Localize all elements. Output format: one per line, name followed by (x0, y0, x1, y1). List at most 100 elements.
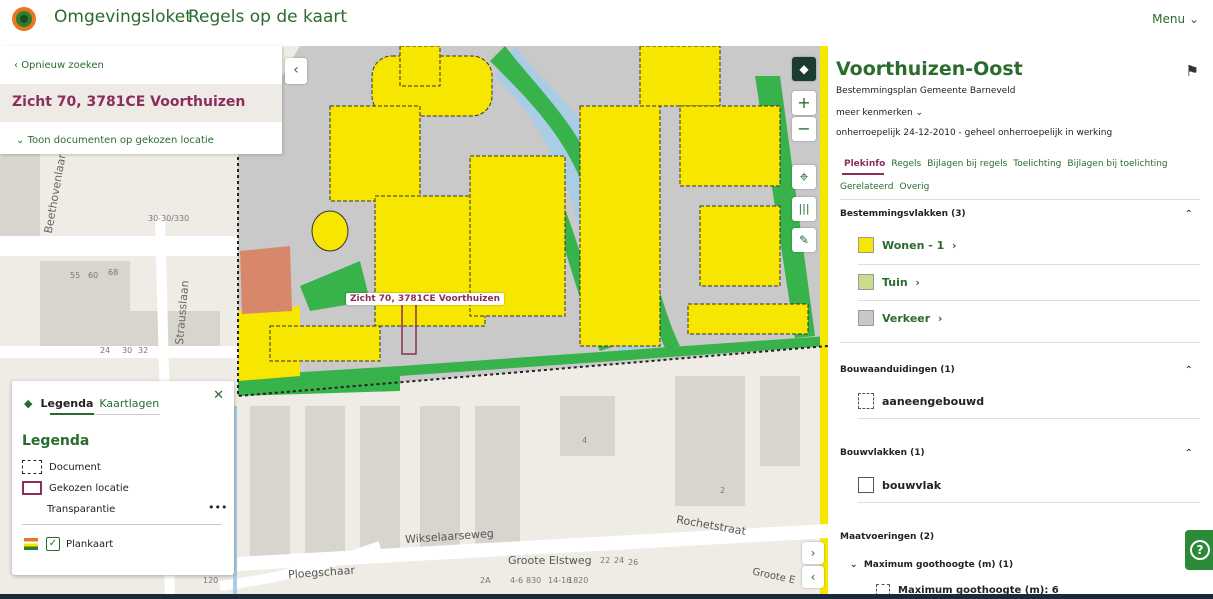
tab-regels[interactable]: Regels (891, 159, 922, 169)
chevron-down-icon: ⌄ (16, 135, 28, 146)
tab-gerelateerd[interactable]: Gerelateerd (840, 182, 894, 192)
show-documents-toggle[interactable]: ⌄ Toon documenten op gekozen locatie (16, 135, 214, 146)
tab-overig[interactable]: Overig (899, 182, 930, 192)
house-number: 830 (526, 576, 542, 585)
item-label: Wonen - 1 (882, 238, 945, 252)
house-number: 22 (600, 556, 611, 565)
selected-address: Zicht 70, 3781CE Voorthuizen (12, 94, 246, 110)
app-title[interactable]: Omgevingsloket (54, 7, 192, 27)
menu-button[interactable]: Menu ⌄ (1152, 12, 1199, 26)
item-divider (858, 418, 1200, 419)
tab-bijlagen-regels[interactable]: Bijlagen bij regels (927, 159, 1008, 169)
chevron-right-icon: › (907, 275, 920, 289)
item-tuin[interactable]: Tuin › (858, 274, 920, 290)
plankaart-row: ✓ Plankaart (24, 537, 113, 551)
item-label: Maximum goothoogte (m): 6 (898, 584, 1059, 596)
tuin-swatch (858, 274, 874, 290)
map-canvas[interactable]: Beethovenlaan Strausslaan Wikselaarseweg… (0, 46, 828, 599)
chevron-up-icon[interactable]: ⌃ (1184, 365, 1193, 376)
tab-toelichting[interactable]: Toelichting (1013, 159, 1062, 169)
help-button[interactable]: ? (1185, 530, 1213, 570)
address-bar: Zicht 70, 3781CE Voorthuizen (0, 84, 282, 122)
tab-divider (50, 414, 160, 415)
tab-bijlagen-toelichting[interactable]: Bijlagen bij toelichting (1067, 159, 1168, 169)
map-search-icon[interactable]: ⚑ (1185, 62, 1199, 80)
plankaart-icon (24, 538, 38, 550)
section-bouwvlakken[interactable]: Bouwvlakken (1) (840, 448, 925, 458)
chevron-left-icon: ‹ (293, 62, 299, 78)
app-header: Omgevingsloket Regels op de kaart Menu ⌄ (0, 0, 1213, 38)
pencil-icon: ✎ (798, 233, 810, 247)
location-marker-label: Zicht 70, 3781CE Voorthuizen (346, 293, 505, 305)
item-divider (858, 300, 1200, 301)
house-number: 30 (122, 346, 133, 355)
chevron-up-icon[interactable]: ⌃ (1184, 209, 1193, 220)
house-number: 4 (582, 436, 588, 445)
subsection-max-goothoogte[interactable]: ⌄ Maximum goothoogte (m) (1) (850, 560, 1013, 570)
house-number: 4-6 (510, 576, 524, 585)
plankaart-checkbox[interactable]: ✓ (46, 537, 60, 551)
close-icon[interactable]: ✕ (213, 388, 224, 403)
house-number: 30-30/330 (148, 214, 190, 223)
back-to-search-link[interactable]: ‹ Opnieuw zoeken (14, 60, 104, 71)
chevron-down-icon: ⌄ (850, 560, 864, 570)
meer-kenmerken-toggle[interactable]: meer kenmerken ⌄ (836, 108, 923, 118)
house-number: 24 (100, 346, 111, 355)
legend-item-document: Document (22, 460, 101, 474)
chevron-down-icon: ⌄ (915, 108, 924, 118)
section-maatvoeringen[interactable]: Maatvoeringen (2) (840, 532, 935, 542)
ruler-icon: ||| (798, 202, 810, 215)
chevron-down-icon: ⌄ (1188, 12, 1199, 26)
minus-icon: − (797, 119, 811, 138)
layers-button[interactable]: ◆ (792, 57, 816, 81)
plan-title: Voorthuizen-Oost (836, 58, 1023, 80)
item-bouwvlak: bouwvlak (858, 477, 941, 493)
item-wonen[interactable]: Wonen - 1 › (858, 237, 957, 253)
locate-icon: ⌖ (799, 167, 809, 186)
house-number: 68 (108, 268, 119, 277)
section-bouwaanduidingen[interactable]: Bouwaanduidingen (1) (840, 365, 955, 375)
house-number: 32 (138, 346, 149, 355)
back-link-label: Opnieuw zoeken (21, 60, 104, 71)
layers-icon: ◆ (24, 397, 33, 410)
house-number: 60 (88, 271, 99, 280)
app-subtitle: Regels op de kaart (188, 7, 348, 27)
section-bestemmingsvlakken[interactable]: Bestemmingsvlakken (3) (840, 209, 966, 219)
house-number: 1820 (568, 576, 589, 585)
search-panel: ‹ Opnieuw zoeken Zicht 70, 3781CE Voorth… (0, 46, 282, 154)
house-number: 2A (480, 576, 491, 585)
locate-button[interactable]: ⌖ (792, 165, 816, 189)
aanduiding-swatch (858, 393, 874, 409)
measure-button[interactable]: ||| (792, 197, 816, 221)
legend-item-label: Gekozen locatie (49, 482, 129, 494)
legend-item-label: Document (49, 461, 101, 473)
collapse-panel-button[interactable]: ‹ (285, 58, 307, 84)
chevron-up-icon[interactable]: ⌃ (1184, 448, 1193, 459)
tab-plekinfo[interactable]: Plekinfo (844, 159, 886, 169)
transparency-label: Transparantie (47, 504, 116, 515)
chevron-left-icon[interactable]: ‹ (802, 566, 824, 588)
item-divider (858, 264, 1200, 265)
legend-item-location: Gekozen locatie (22, 481, 129, 495)
chevron-right-icon[interactable]: › (802, 542, 824, 564)
omgevingsloket-logo[interactable] (12, 7, 36, 31)
document-symbol (22, 460, 42, 474)
draw-button[interactable]: ✎ (792, 228, 816, 252)
house-number: 2 (720, 486, 726, 495)
legend-panel: ✕ ◆ Legenda Kaartlagen Legenda Document … (12, 381, 234, 575)
section-divider (840, 342, 1200, 343)
house-number: 26 (628, 558, 639, 567)
location-symbol (22, 481, 42, 495)
item-verkeer[interactable]: Verkeer › (858, 310, 942, 326)
item-aaneengebouwd: aaneengebouwd (858, 393, 984, 409)
zoom-in-button[interactable]: + (792, 91, 816, 115)
verkeer-swatch (858, 310, 874, 326)
zoom-out-button[interactable]: − (792, 117, 816, 141)
more-options-icon[interactable]: ••• (208, 501, 228, 514)
tab-kaartlagen[interactable]: Kaartlagen (99, 397, 160, 410)
item-label: Tuin (882, 275, 908, 289)
legend-tabs: ◆ Legenda Kaartlagen (24, 397, 159, 410)
meer-kenmerken-label: meer kenmerken (836, 108, 913, 118)
house-number: 55 (70, 271, 81, 280)
tab-legenda[interactable]: Legenda (40, 397, 94, 410)
